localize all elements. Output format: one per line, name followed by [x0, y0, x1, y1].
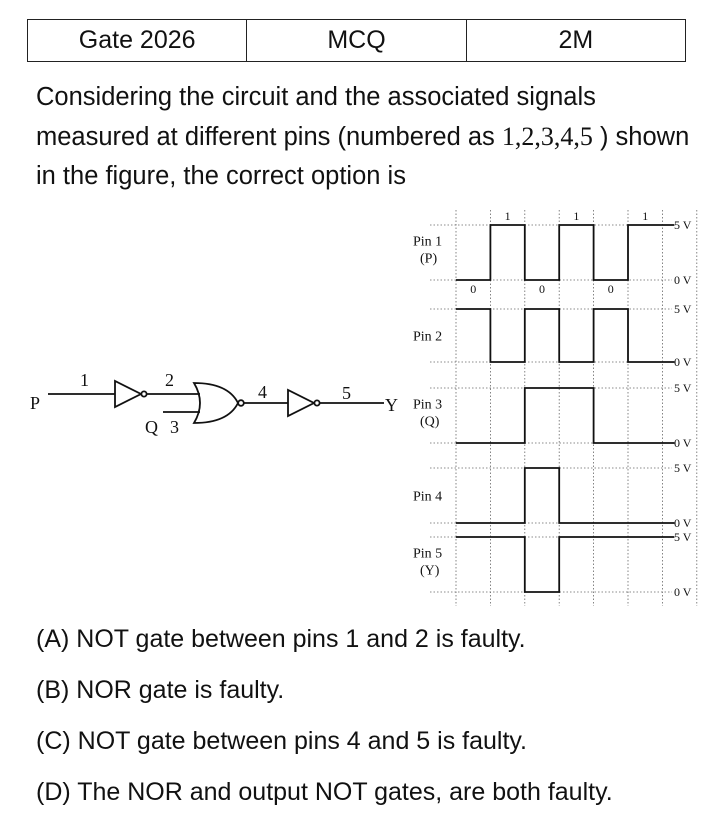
voltage-low-label: 0 V	[674, 585, 692, 599]
option-b[interactable]: (B) NOR gate is faulty.	[36, 676, 285, 704]
pin-label-5: 5	[342, 383, 351, 403]
question-pin-numbers: 1,2,3,4,5	[501, 122, 593, 151]
circuit-labels: P Y Q 1 2 3 4 5	[30, 370, 398, 437]
voltage-high-label: 5 V	[674, 381, 692, 395]
voltage-low-label: 0 V	[674, 516, 692, 530]
header-exam: Gate 2026	[28, 20, 248, 61]
header-marks: 2M	[558, 26, 594, 54]
question-text-before: Considering the circuit and the associat…	[36, 83, 596, 151]
not-gate-input	[114, 379, 144, 409]
pin-label-3: 3	[170, 417, 179, 437]
pin-label-2: 2	[165, 370, 174, 390]
not-gate-input-bubble	[140, 390, 148, 398]
voltage-low-label: 0 V	[674, 436, 692, 450]
pin-label-4: 4	[258, 382, 267, 402]
waveform-grid	[430, 210, 698, 606]
options-list: (A) NOT gate between pins 1 and 2 is fau…	[36, 620, 706, 824]
option-c[interactable]: (C) NOT gate between pins 4 and 5 is fau…	[36, 727, 527, 755]
nor-gate	[192, 382, 240, 424]
voltage-low-label: 0 V	[674, 273, 692, 287]
voltage-high-label: 5 V	[674, 530, 692, 544]
nor-gate-bubble	[237, 399, 245, 407]
header-table: Gate 2026 MCQ 2M	[27, 19, 686, 62]
pin1-bit-label: 0	[608, 282, 614, 296]
option-a[interactable]: (A) NOT gate between pins 1 and 2 is fau…	[36, 625, 526, 653]
waveform-trace	[456, 224, 675, 281]
waveform-row-label: Pin 3	[413, 398, 442, 413]
voltage-low-label: 0 V	[674, 355, 692, 369]
pin1-bit-label: 0	[470, 282, 476, 296]
pin-label-1: 1	[80, 370, 89, 390]
waveform-trace	[456, 308, 675, 363]
pin1-bit-label: 0	[539, 282, 545, 296]
waveform-row-label: Pin 2	[413, 330, 442, 345]
option-d[interactable]: (D) The NOR and output NOT gates, are bo…	[36, 778, 613, 806]
pin1-bit-label: 1	[642, 209, 648, 223]
label-y: Y	[385, 395, 398, 415]
pin1-bit-labels: 0 1 0 1 0 1	[470, 209, 648, 296]
waveform-row-sublabel: (Y)	[420, 564, 440, 579]
voltage-high-label: 5 V	[674, 218, 692, 232]
not-gate-output-bubble	[313, 399, 321, 407]
header-type: MCQ	[247, 20, 467, 61]
waveform-row-sublabel: (P)	[420, 252, 437, 267]
waveform-row-label: Pin 4	[413, 490, 442, 505]
voltage-high-label: 5 V	[674, 461, 692, 475]
label-q: Q	[145, 417, 158, 437]
waveform-row-label: Pin 5	[413, 547, 442, 562]
waveform-trace	[456, 387, 675, 444]
waveform-traces	[456, 224, 675, 593]
waveform-row-label: Pin 1	[413, 235, 442, 250]
not-gate-output	[287, 388, 317, 418]
question-text: Considering the circuit and the associat…	[36, 78, 696, 196]
waveform-trace	[456, 536, 675, 593]
waveform-labels: Pin 1 (P) Pin 2 Pin 3 (Q) Pin 4 Pin 5 (Y)	[413, 235, 442, 579]
voltage-labels: 5 V0 V5 V0 V5 V0 V5 V0 V5 V0 V	[674, 218, 692, 599]
question-text-after: ) shown in the figure, the correct optio…	[36, 123, 690, 190]
pin1-bit-label: 1	[573, 209, 579, 223]
waveform-row-sublabel: (Q)	[420, 415, 440, 430]
circuit-diagram	[48, 379, 384, 424]
waveform-trace	[456, 467, 675, 524]
voltage-high-label: 5 V	[674, 302, 692, 316]
label-p: P	[30, 393, 40, 413]
pin1-bit-label: 1	[505, 209, 511, 223]
